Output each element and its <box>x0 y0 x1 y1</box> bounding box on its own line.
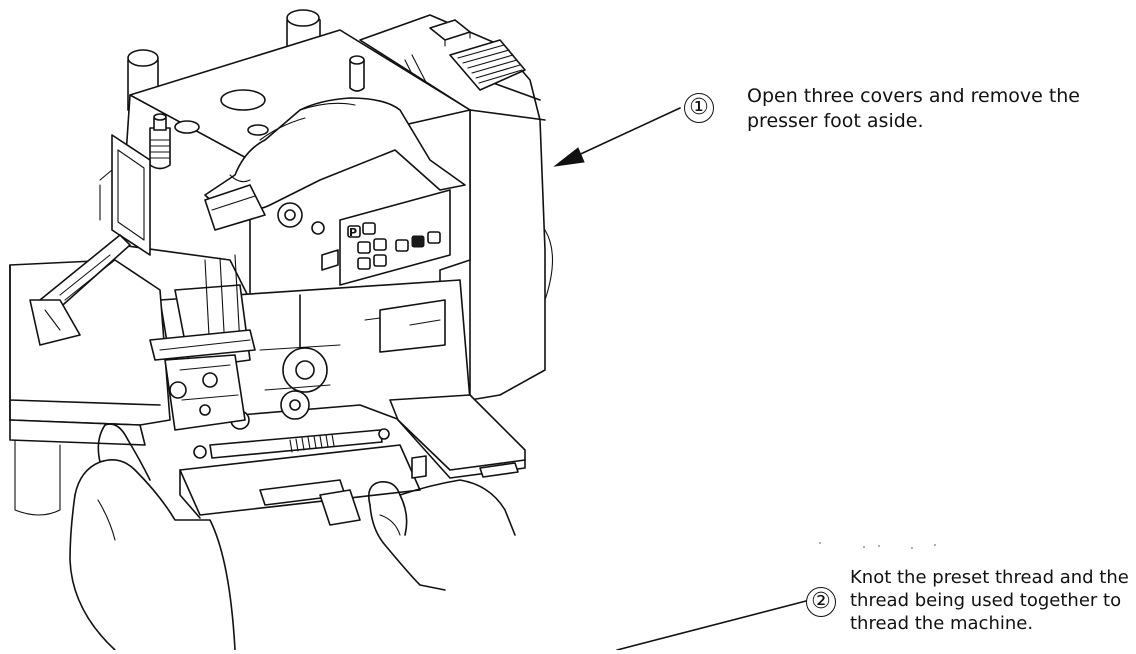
base-plate <box>179 444 421 526</box>
motor-housing <box>359 14 553 401</box>
front-cover-open <box>389 394 526 479</box>
work-table <box>9 234 256 516</box>
callout-2-line-2: thread being used together to <box>850 590 1122 611</box>
callout-1-text: Open three covers and remove the presser… <box>747 84 1080 134</box>
callout-2-line <box>616 600 807 651</box>
lower-right-hand <box>367 479 516 591</box>
callout-2-line-1: Knot the preset thread and the <box>850 567 1129 588</box>
vent-grille <box>449 39 526 91</box>
control-panel: P <box>339 189 451 286</box>
panel-label: P <box>349 226 357 239</box>
upper-hand <box>204 97 466 231</box>
callout-2-number: ② <box>806 587 836 617</box>
callout-1-arrow <box>553 107 681 167</box>
callout-2-text: Knot the preset thread and the thread be… <box>850 566 1129 635</box>
callout-2-line-3: thread the machine. <box>850 613 1034 634</box>
lower-left-hand <box>69 423 236 651</box>
callout-1-number: ① <box>684 93 714 123</box>
callout-1-line-1: Open three covers and remove the <box>747 85 1081 107</box>
panel-buttons <box>347 222 441 270</box>
speck-marks <box>819 542 936 549</box>
callout-1-line-2: presser foot aside. <box>747 110 924 132</box>
presser-foot-area <box>164 354 246 431</box>
